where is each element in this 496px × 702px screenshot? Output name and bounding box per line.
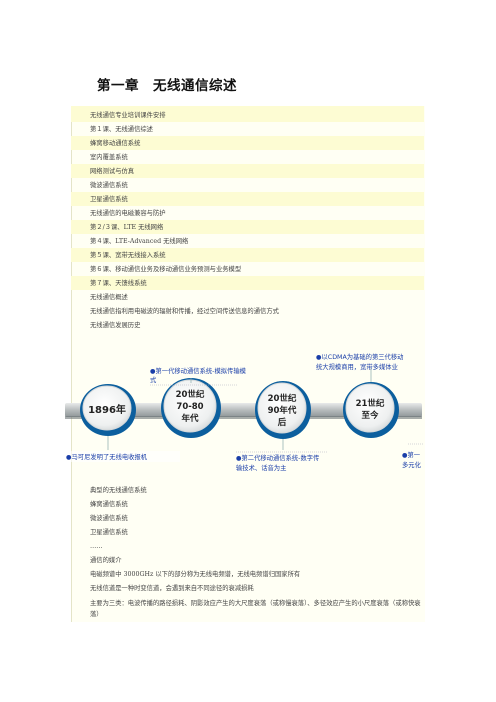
text-line: 典型的无线通信系统 <box>90 487 147 494</box>
text-line: …… <box>90 543 103 550</box>
text-line: 卫星通信系统 <box>90 196 128 203</box>
highlight-band <box>71 220 424 234</box>
text-line: 第１课、无线通信综述 <box>90 126 153 133</box>
text-line: 网络测试与仿真 <box>90 168 135 175</box>
text-line: 无线通信发展历史 <box>90 322 141 329</box>
highlight-band <box>71 192 424 206</box>
text-line: 微波通信系统 <box>90 182 128 189</box>
node-label-90s-a: 20世纪 <box>268 393 297 404</box>
highlight-band <box>71 276 424 290</box>
highlight-band <box>71 248 424 262</box>
text-line: 无线通信专业培训课件安排 <box>90 112 166 119</box>
text-line: 第５课、宽带无线接入系统 <box>90 252 166 259</box>
text-line: 通信的媒介 <box>90 557 122 564</box>
note-4g-b: 多元化 <box>402 460 422 469</box>
highlight-band <box>71 106 424 122</box>
text-line: 微波通信系统 <box>90 515 128 522</box>
node-label-21c-a: 21世纪 <box>356 398 385 409</box>
text-line: 第４课、LTE-Advanced 无线网络 <box>90 238 189 245</box>
text-line: 第７课、天馈线系统 <box>90 280 147 287</box>
chapter-title: 第一章 无线通信综述 <box>97 78 237 94</box>
highlight-band <box>71 164 424 178</box>
text-line: 电磁频谱中 3000GHz 以下的部分称为无线电频谱，无线电频谱归国家所有 <box>90 571 301 578</box>
note-1g-b: 式 <box>150 375 157 384</box>
node-label-21c-b: 至今 <box>361 410 379 421</box>
note-marconi: ●马可尼发明了无线电收报机 <box>66 452 148 461</box>
text-line: 第２/３课、LTE 无线网络 <box>90 224 164 231</box>
timeline-bar-shadow <box>65 416 422 419</box>
text-line: 无线通信概述 <box>90 294 128 301</box>
note-3g-b: 统大规模商用，宽带多媒体业 <box>316 362 398 371</box>
text-line: 无线信道是一种时变信道，会遇到来自不同途径的衰减损耗 <box>90 585 254 592</box>
node-label-1896: 1896年 <box>88 403 126 416</box>
text-line: 无线通信的电磁兼容与防护 <box>90 210 166 217</box>
text-line: 第６课、移动通信业务及移动通信业务预测与业务模型 <box>90 266 242 273</box>
note-2g-b: 输技术、话音为主 <box>236 463 286 472</box>
text-line: 蜂窝通信系统 <box>90 501 128 508</box>
note-4g-a: ●第一 <box>402 450 421 459</box>
text-line: 蜂窝移动通信系统 <box>90 140 141 147</box>
node-label-20c-a: 20世纪 <box>176 389 205 400</box>
highlight-band <box>71 136 424 150</box>
node-label-20c-c: 年代 <box>181 413 199 424</box>
text-line: 卫星通信系统 <box>90 529 128 536</box>
text-paragraph: 主要为三类：电波传播的路径损耗、阴影效应产生的大尺度衰落（或称慢衰落）、多径效应… <box>90 600 421 618</box>
node-label-90s-b: 90年代 <box>268 405 297 416</box>
node-label-90s-c: 后 <box>278 417 287 428</box>
text-line: 无线通信指利用电磁波的辐射和传播，经过空间传送信息的通信方式 <box>90 308 279 315</box>
note-3g-a: ●以CDMA为基础的第三代移动 <box>316 352 403 361</box>
timeline-bar <box>65 403 422 417</box>
text-line: 室内覆盖系统 <box>90 154 128 161</box>
note-1g-a: ●第一代移动通信系统-模拟传输模 <box>150 366 247 375</box>
note-2g-a: ●第二代移动通信系统-数字传 <box>236 453 319 462</box>
node-label-20c-b: 70-80 <box>176 402 203 412</box>
